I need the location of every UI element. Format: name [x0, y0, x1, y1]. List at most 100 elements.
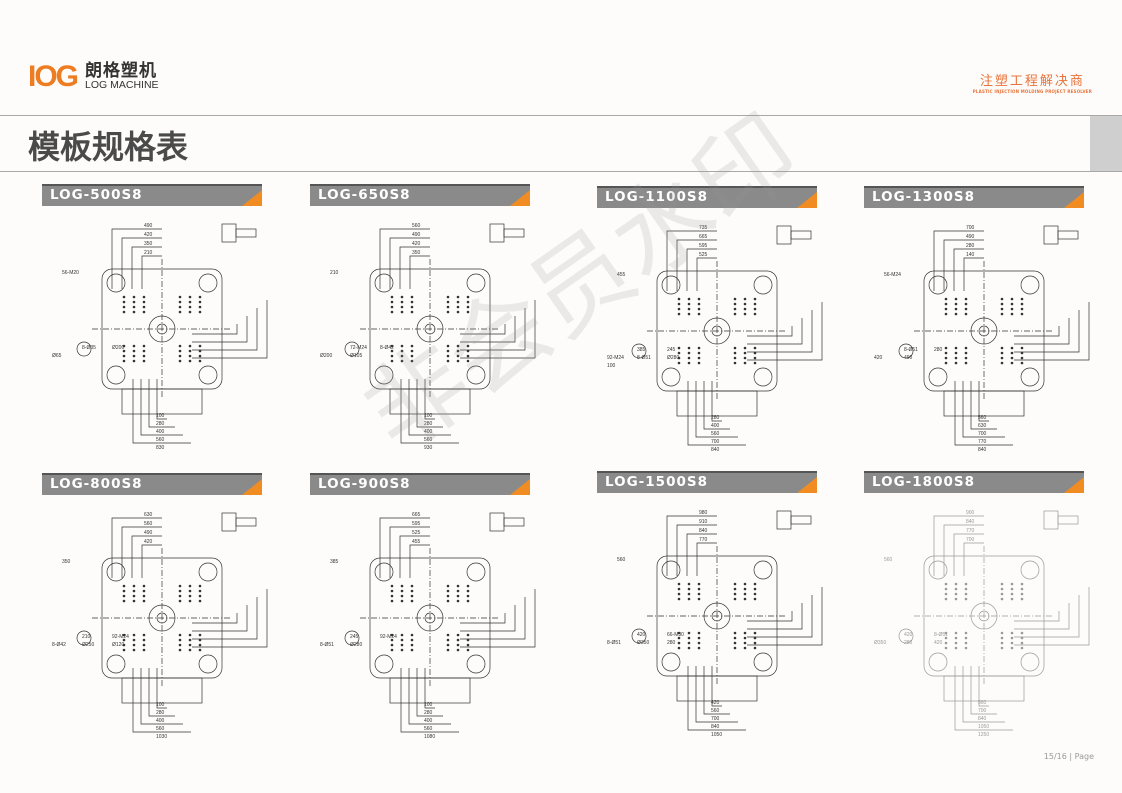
tapped-hole — [697, 641, 701, 645]
tapped-hole — [954, 346, 958, 350]
dimension-line — [132, 379, 191, 444]
tapped-hole — [132, 310, 136, 314]
tapped-hole — [753, 592, 757, 596]
dimension-label: Ø280 — [350, 642, 362, 648]
dimension-line — [192, 316, 248, 343]
tapped-hole — [390, 638, 394, 642]
side-lug — [344, 341, 360, 357]
dimension-line — [416, 379, 443, 428]
tapped-hole — [390, 594, 394, 598]
dimension-line — [703, 381, 730, 430]
tapped-hole — [753, 356, 757, 360]
tapped-hole — [687, 582, 691, 586]
tapped-hole — [1020, 346, 1024, 350]
tapped-hole — [964, 361, 968, 365]
ejector-detail — [1057, 515, 1079, 525]
dimension-label: 770 — [699, 537, 708, 543]
tapped-hole — [743, 636, 747, 640]
ejector-detail — [235, 517, 257, 527]
tapped-hole — [122, 643, 126, 647]
tapped-hole — [697, 297, 701, 301]
dimension-line — [703, 666, 730, 715]
tapped-hole — [1010, 302, 1014, 306]
tapped-hole — [198, 599, 202, 603]
tapped-hole — [1010, 307, 1014, 311]
tapped-hole — [400, 648, 404, 652]
tapped-hole — [687, 641, 691, 645]
dimension-line — [408, 668, 451, 725]
dimension-label: 100 — [424, 413, 433, 419]
tapped-hole — [142, 589, 146, 593]
tapped-hole — [1020, 351, 1024, 355]
tapped-hole — [466, 310, 470, 314]
dimension-line — [711, 666, 722, 707]
dimension-line — [1014, 318, 1070, 345]
tapped-hole — [400, 643, 404, 647]
tapped-hole — [1000, 582, 1004, 586]
tapped-hole — [753, 361, 757, 365]
tapped-hole — [456, 354, 460, 358]
dimension-label: 420 — [412, 241, 421, 247]
tapped-hole — [733, 631, 737, 635]
tapped-hole — [1020, 356, 1024, 360]
tapped-hole — [733, 351, 737, 355]
tapped-hole — [753, 631, 757, 635]
tie-bar-hole — [753, 560, 773, 580]
tapped-hole — [964, 582, 968, 586]
tapped-hole — [122, 354, 126, 358]
tapped-hole — [697, 587, 701, 591]
dimension-label: 560 — [156, 437, 165, 443]
tapped-hole — [142, 643, 146, 647]
dimension-label: Ø350 — [637, 640, 649, 646]
tapped-hole — [178, 344, 182, 348]
dimension-label: Ø105 — [350, 353, 362, 359]
dimension-line — [389, 526, 430, 578]
tapped-hole — [697, 312, 701, 316]
dimension-line — [140, 379, 183, 436]
tapped-hole — [400, 344, 404, 348]
dimension-label: 1030 — [156, 734, 167, 740]
tapped-hole — [178, 594, 182, 598]
tapped-hole — [687, 302, 691, 306]
ejector-detail — [503, 517, 525, 527]
dimension-line — [1014, 587, 1090, 646]
tapped-hole — [410, 638, 414, 642]
tapped-hole — [733, 641, 737, 645]
dimension-label: 8-Ø42 — [52, 642, 66, 648]
tapped-hole — [743, 312, 747, 316]
tapped-hole — [122, 638, 126, 642]
tapped-hole — [1020, 631, 1024, 635]
dimension-line — [747, 310, 813, 353]
dimension-label: 900 — [966, 510, 975, 516]
tapped-hole — [188, 295, 192, 299]
tapped-hole — [677, 641, 681, 645]
dimension-label: 595 — [412, 521, 421, 527]
ejector-detail — [489, 512, 505, 532]
dimension-line — [192, 324, 238, 335]
tapped-hole — [390, 349, 394, 353]
dimension-line — [424, 379, 435, 420]
tapped-hole — [456, 310, 460, 314]
tapped-hole — [122, 359, 126, 363]
tapped-hole — [122, 295, 126, 299]
dimension-label: 560 — [424, 437, 433, 443]
tapped-hole — [142, 295, 146, 299]
tapped-hole — [964, 297, 968, 301]
tapped-hole — [677, 351, 681, 355]
tie-bar-hole — [374, 562, 394, 582]
dimension-line — [686, 248, 717, 291]
tapped-hole — [753, 302, 757, 306]
model-header: LOG-1500S8 — [597, 471, 817, 493]
tapped-hole — [410, 589, 414, 593]
ejector-detail — [1043, 225, 1059, 245]
tapped-hole — [1000, 641, 1004, 645]
dimension-line — [148, 668, 175, 717]
dimension-label: 910 — [699, 519, 708, 525]
dimension-label: 245 — [667, 347, 676, 353]
dimension-label: 1050 — [978, 724, 989, 730]
tapped-hole — [446, 300, 450, 304]
tapped-hole — [198, 589, 202, 593]
